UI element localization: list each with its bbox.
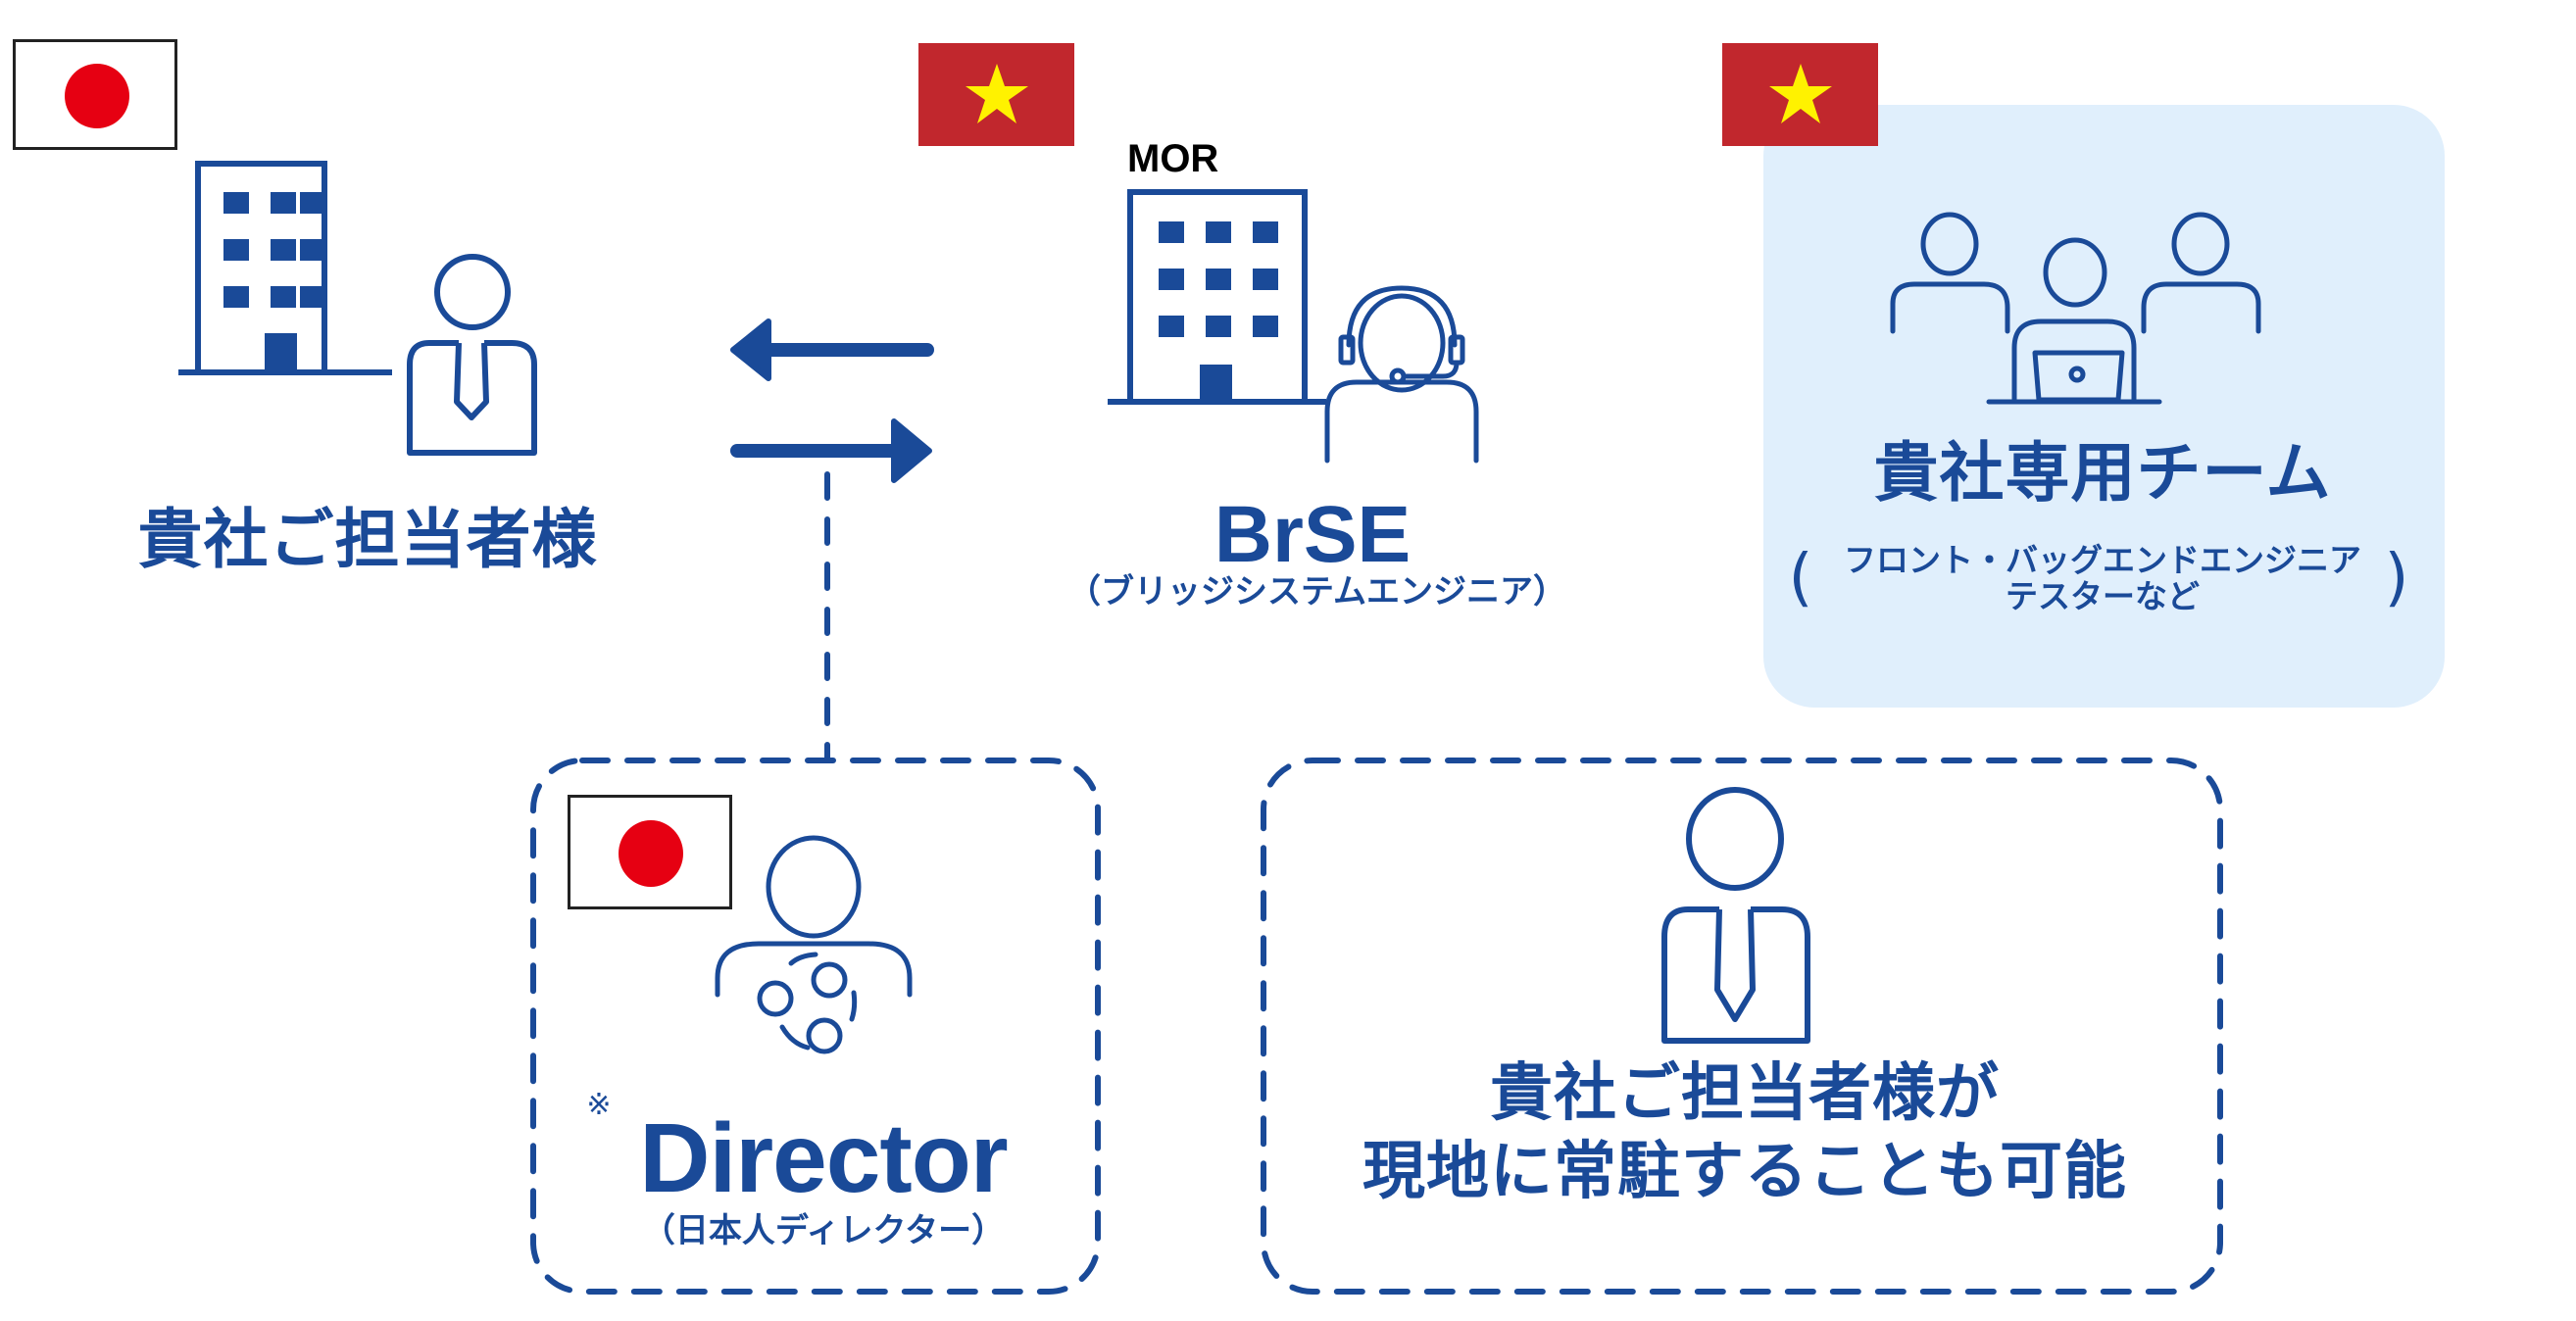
arrow-right-icon <box>730 418 932 483</box>
note-mark: ※ <box>586 1088 612 1122</box>
japan-flag <box>13 39 177 150</box>
businessperson-icon <box>1661 787 1810 1044</box>
vietnam-flag <box>918 43 1074 146</box>
vietnam-flag <box>1722 43 1878 146</box>
building-icon <box>178 161 392 375</box>
arrow-left-icon <box>730 318 934 381</box>
japan-flag <box>568 795 732 909</box>
brse-subtitle: （ブリッジシステムエンジニア） <box>1067 572 1566 612</box>
director-dashed-box <box>530 758 1101 1295</box>
team-roles-line1: フロント・バッグエンドエンジニア <box>1844 541 2361 579</box>
team-with-laptop-icon <box>1890 212 2261 405</box>
brse-title: BrSE <box>1214 490 1412 579</box>
building-icon <box>1108 189 1326 405</box>
onsite-line1: 貴社ご担当者様が <box>1490 1057 2000 1130</box>
japan-flag-sun <box>65 64 129 128</box>
dedicated-team-panel <box>1763 105 2445 708</box>
japan-flag-sun <box>619 820 683 887</box>
director-title: Director <box>639 1103 1008 1213</box>
onsite-line2: 現地に常駐することも可能 <box>1362 1136 2127 1208</box>
team-roles-line2: テスターなど <box>2006 577 2200 615</box>
businessperson-icon <box>407 254 537 456</box>
client-title: 貴社ご担当者様 <box>137 502 598 577</box>
headset-operator-icon <box>1324 285 1479 464</box>
team-title: 貴社専用チーム <box>1873 435 2332 511</box>
director-network-icon <box>715 835 913 1054</box>
team-paren-close: ) <box>2384 542 2409 614</box>
director-subtitle: （日本人ディレクター） <box>641 1211 1006 1250</box>
company-label: MOR <box>1127 137 1219 180</box>
dashed-connector <box>824 471 830 763</box>
star-icon <box>1769 64 1832 123</box>
star-icon <box>966 64 1028 123</box>
team-paren-open: ( <box>1788 542 1813 614</box>
onsite-dashed-box <box>1261 758 2223 1295</box>
